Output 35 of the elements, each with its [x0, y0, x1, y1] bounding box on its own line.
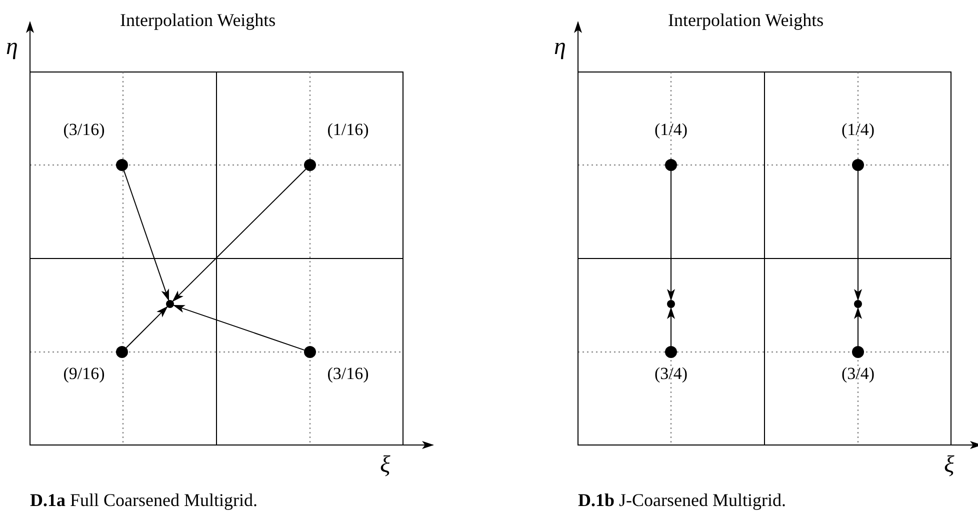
arrow: [126, 306, 168, 348]
figure-caption: D.1b J-Coarsened Multigrid.: [578, 490, 786, 511]
grid-point: [116, 159, 128, 171]
weight-label: (3/4): [841, 364, 875, 384]
grid-point: [665, 159, 677, 171]
panel-title: Interpolation Weights: [120, 10, 276, 31]
axis-label: η: [6, 34, 18, 61]
axis-label: ξ: [944, 452, 954, 479]
grid-point: [166, 300, 174, 308]
weight-label: (1/16): [327, 120, 369, 140]
weight-label: (9/16): [63, 364, 105, 384]
grid-point: [852, 346, 864, 358]
weight-label: (3/16): [327, 364, 369, 384]
arrow: [172, 304, 305, 351]
axis-label: η: [554, 34, 566, 61]
weight-label: (1/4): [654, 120, 688, 140]
grid-point: [852, 159, 864, 171]
axis-label: ξ: [380, 452, 390, 479]
arrow: [854, 170, 862, 301]
weight-label: (3/4): [654, 364, 688, 384]
grid-point: [854, 300, 862, 308]
arrow: [667, 307, 675, 346]
figure-caption: D.1a Full Coarsened Multigrid.: [30, 490, 258, 511]
grid-point: [304, 159, 316, 171]
panel-title: Interpolation Weights: [668, 10, 824, 31]
grid-point: [665, 346, 677, 358]
arrow: [667, 170, 675, 301]
grid-point: [116, 346, 128, 358]
weight-label: (3/16): [63, 120, 105, 140]
arrow: [172, 168, 306, 302]
weight-label: (1/4): [841, 120, 875, 140]
arrow: [123, 170, 170, 302]
arrow: [854, 307, 862, 346]
grid-point: [667, 300, 675, 308]
grid-point: [304, 346, 316, 358]
